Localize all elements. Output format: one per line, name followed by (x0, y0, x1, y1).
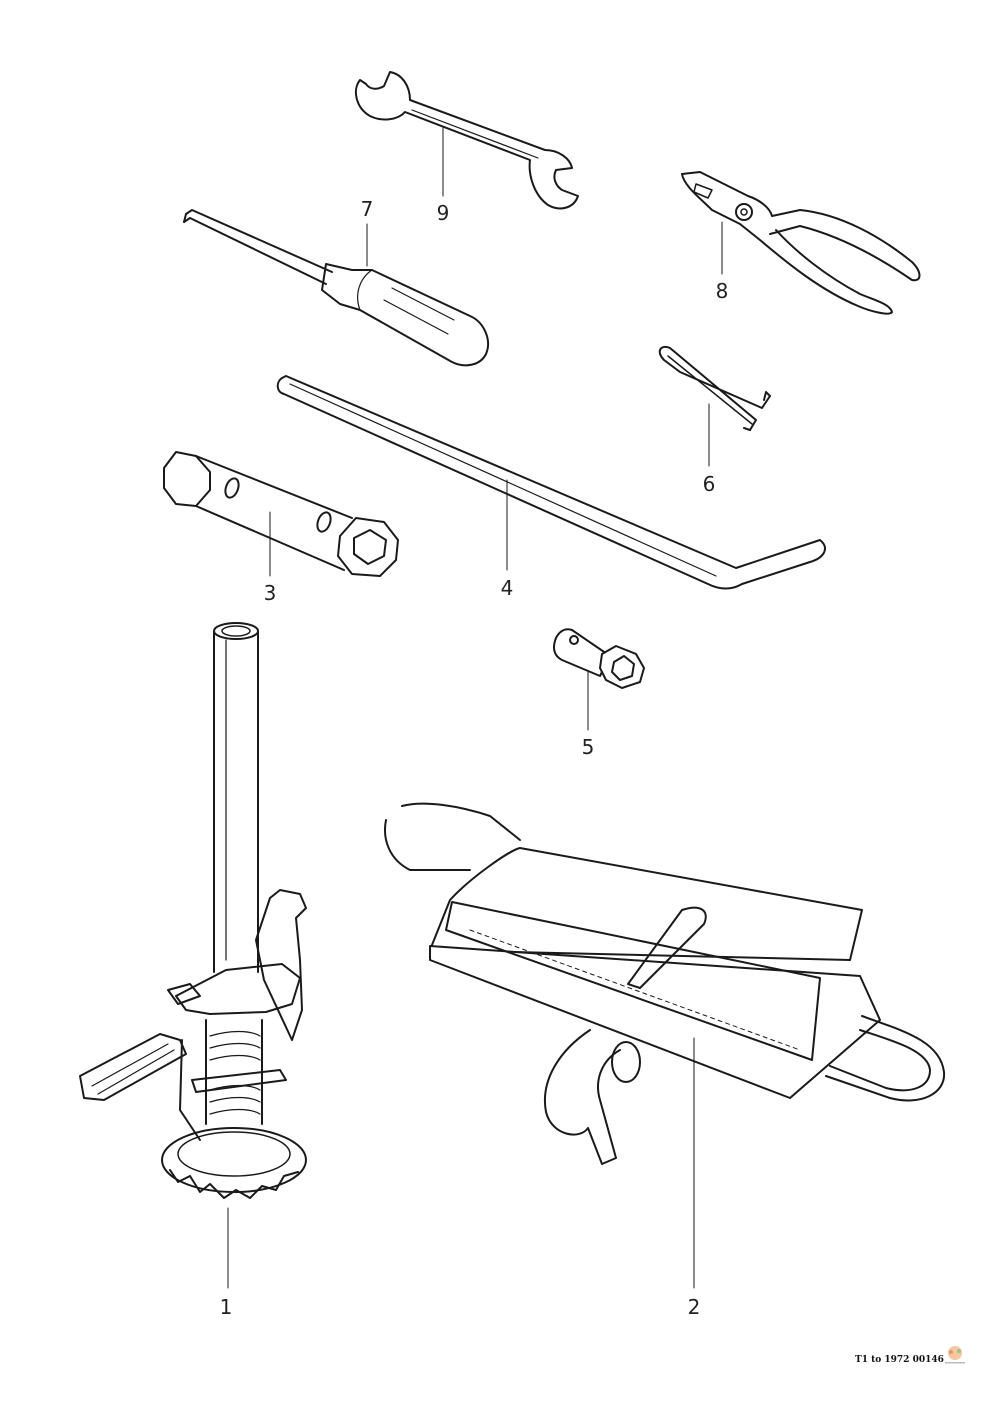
small-box-spanner-drawing (553, 628, 645, 689)
footer-reference: T1 to 1972 00146 (855, 1355, 944, 1365)
tool-bag-drawing (384, 802, 946, 1165)
leader-lines (227, 127, 723, 1289)
tommy-bar-drawing (276, 375, 826, 590)
callout-1: 1 (220, 1295, 233, 1319)
callout-2: 2 (688, 1295, 701, 1319)
callout-8: 8 (716, 279, 729, 303)
open-end-wrench-drawing (354, 71, 579, 210)
callout-7: 7 (361, 197, 374, 221)
callout-5: 5 (582, 735, 595, 759)
callout-6: 6 (703, 472, 716, 496)
callout-3: 3 (264, 581, 277, 605)
callout-4: 4 (501, 576, 514, 600)
spark-plug-spanner-drawing (163, 451, 399, 577)
publisher-logo-icon (945, 1346, 965, 1364)
screwdriver-drawing (183, 209, 489, 367)
callout-9: 9 (437, 201, 450, 225)
jack-drawing (79, 622, 307, 1199)
hubcap-hook-drawing (658, 346, 771, 431)
pliers-drawing (681, 171, 921, 315)
